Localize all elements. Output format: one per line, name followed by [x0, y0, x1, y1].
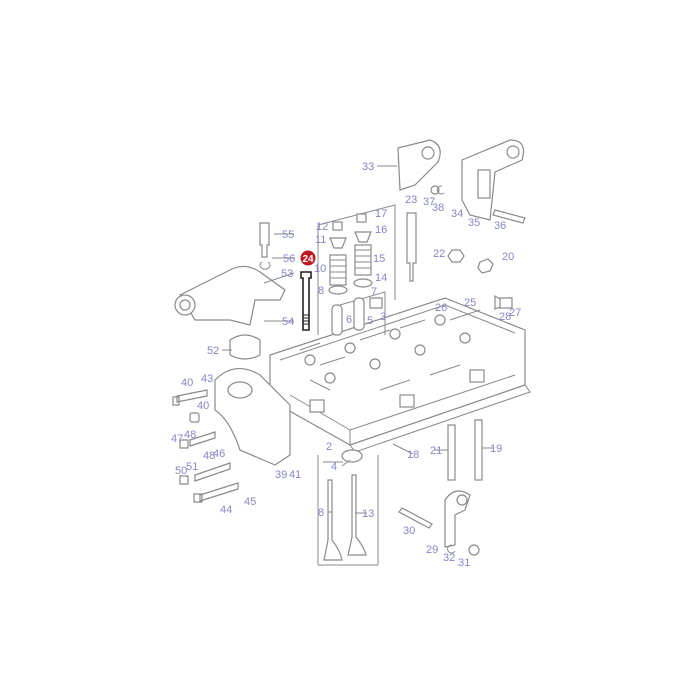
stud-19: [474, 419, 483, 481]
label-28: 28: [499, 311, 511, 323]
bolt-44: [193, 482, 239, 503]
seal-4: [341, 449, 363, 463]
label-25: 25: [464, 297, 476, 309]
label-11: 11: [315, 234, 326, 246]
label-31: 31: [458, 557, 470, 569]
label-2: 2: [326, 441, 332, 453]
label-14: 14: [375, 272, 387, 284]
washer-38: [436, 185, 445, 195]
highlight-marker: [300, 250, 316, 266]
label-47: 47: [171, 433, 183, 445]
label-8-upper: 8: [318, 285, 324, 297]
bolt-48: [179, 462, 231, 485]
label-8-valve: 8: [318, 507, 324, 519]
label-38: 38: [432, 202, 444, 214]
label-52: 52: [207, 345, 219, 357]
label-56: 56: [283, 253, 295, 265]
label-7: 7: [371, 286, 377, 298]
bolt-55: [259, 222, 270, 258]
valve-13: [347, 474, 367, 556]
nut-31: [468, 544, 480, 556]
label-36: 36: [494, 220, 506, 232]
plug-27: [494, 294, 513, 310]
valve-outline: [317, 455, 379, 566]
lifting-bracket-front: [397, 139, 441, 191]
label-6: 6: [346, 314, 352, 326]
stud-36: [492, 209, 526, 224]
valve-8: [323, 479, 343, 561]
valve-springs: [328, 213, 383, 336]
label-17: 17: [375, 208, 387, 220]
label-33: 33: [362, 161, 374, 173]
thermostat-52: [229, 334, 261, 360]
label-35: 35: [468, 217, 480, 229]
bolt-40: [172, 389, 208, 406]
label-23: 23: [405, 194, 417, 206]
label-27: 27: [509, 307, 521, 319]
washer-56: [259, 261, 271, 270]
label-30: 30: [403, 525, 415, 537]
label-18: 18: [407, 449, 419, 461]
label-26: 26: [435, 302, 447, 314]
label-16: 16: [375, 224, 387, 236]
label-48: 48: [184, 429, 196, 441]
label-51: 51: [186, 461, 198, 473]
bolt-47: [179, 431, 216, 449]
label-44: 44: [220, 504, 232, 516]
label-19: 19: [490, 443, 502, 455]
label-39: 39: [275, 469, 287, 481]
stud-21: [447, 424, 456, 481]
label-46: 46: [213, 448, 225, 460]
lifting-bracket-rear: [461, 139, 525, 221]
label-50: 50: [175, 465, 187, 477]
label-5: 5: [367, 315, 373, 327]
label-48-lower: 48: [203, 450, 215, 462]
nut-22: [447, 249, 465, 263]
washer-32: [447, 544, 456, 554]
label-3: 3: [380, 311, 386, 323]
label-53: 53: [281, 268, 293, 280]
label-45: 45: [244, 496, 256, 508]
label-21: 21: [430, 445, 442, 457]
part-labels: 33 37 38 34 35 36 23 17 12 16 11 55 56 2…: [171, 161, 521, 569]
label-29: 29: [426, 544, 438, 556]
label-40-plug: 40: [197, 400, 209, 412]
bolt-23: [406, 212, 417, 282]
label-43: 43: [201, 373, 213, 385]
label-40: 40: [181, 377, 193, 389]
label-10: 10: [314, 263, 326, 275]
label-13: 13: [362, 508, 374, 520]
label-4: 4: [331, 461, 337, 473]
pin-30: [398, 507, 433, 529]
label-15: 15: [373, 253, 385, 265]
label-22: 22: [433, 248, 445, 260]
label-41: 41: [289, 469, 301, 481]
nut-37: [430, 185, 440, 195]
label-32: 32: [443, 552, 455, 564]
label-54: 54: [282, 316, 294, 328]
label-12: 12: [316, 221, 328, 233]
label-34: 34: [451, 208, 463, 220]
label-55: 55: [282, 229, 294, 241]
plug-40: [189, 412, 200, 423]
label-37: 37: [423, 196, 435, 208]
water-outlet-53: [179, 265, 286, 326]
highlighted-part-number: 24: [302, 254, 314, 265]
label-20: 20: [502, 251, 514, 263]
nut-20: [477, 258, 494, 274]
